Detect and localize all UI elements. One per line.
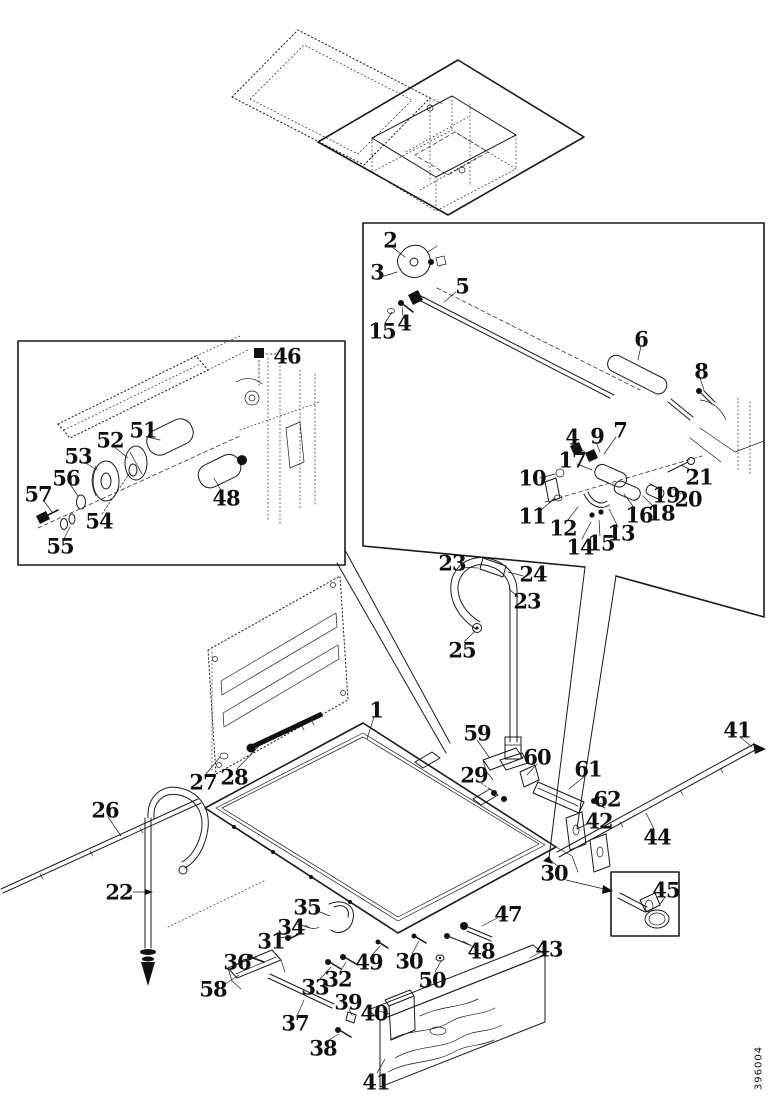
- floor-lid-panel: [231, 29, 444, 166]
- part-35-strap: [328, 901, 354, 933]
- roller-inset: [17, 335, 451, 754]
- floor-hatch-top-view: [317, 59, 585, 216]
- part-8-pin: [696, 388, 716, 405]
- rear-gate-panel: [207, 575, 349, 775]
- inset-leader-lines: [43, 436, 223, 540]
- front-plank-43: [367, 944, 546, 1088]
- latch-cluster: [544, 442, 703, 518]
- part-23-handle: [450, 557, 529, 771]
- part-26-rod: [0, 798, 202, 894]
- part-40-bracket: [384, 989, 416, 1041]
- roller-assembly: [36, 418, 248, 530]
- part-39-clip: [345, 1011, 357, 1024]
- leader-lines-main: [107, 566, 753, 1074]
- part-59-62-brackets: [482, 747, 606, 814]
- part-34-clip: [304, 924, 320, 929]
- leaf-spring-band: [57, 335, 249, 439]
- part-24-sleeve: [479, 557, 507, 578]
- part-4-bolt: [387, 300, 414, 314]
- part-44-rod: [556, 743, 766, 858]
- part-37-rod: [267, 973, 335, 1009]
- part-6-spring: [607, 354, 668, 395]
- part-45-inset-box: [610, 871, 680, 937]
- part-22-handle: [140, 786, 209, 986]
- latch-rod-inset: [362, 222, 765, 859]
- document-number: 396004: [753, 1045, 765, 1091]
- inset-frame-edge: [689, 397, 765, 477]
- part-2-lever: [397, 244, 447, 278]
- part-42-plates: [565, 811, 611, 873]
- part-28-bolt: [219, 711, 324, 760]
- small-hardware-bottom: [167, 879, 493, 1038]
- part-46-plate: [254, 348, 278, 386]
- part-29-fasteners: [477, 780, 507, 802]
- part-5-rod: [408, 287, 694, 421]
- inset-frame-parts: [235, 357, 321, 525]
- inset-leader-lines: [380, 246, 705, 540]
- platform-deck: [204, 722, 579, 934]
